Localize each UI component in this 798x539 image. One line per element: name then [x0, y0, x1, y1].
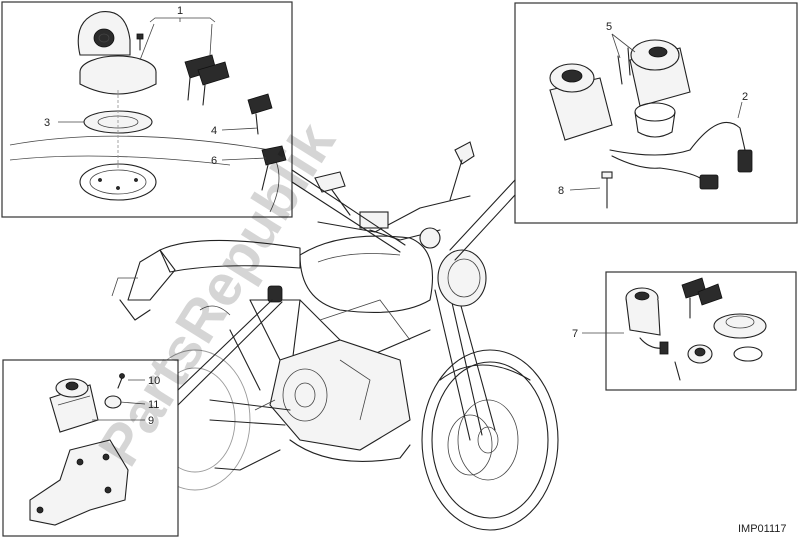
callout-3: 3 [44, 117, 50, 129]
inset-fuel-cap [1, 1, 293, 218]
callout-6: 6 [211, 155, 217, 167]
motorcycle-illustration [111, 141, 559, 531]
inset-connector-lines [177, 169, 516, 406]
callout-2: 2 [742, 91, 748, 103]
callout-10: 10 [148, 375, 160, 387]
inset-bracket [2, 359, 179, 537]
inset-lock-set [582, 271, 797, 391]
callout-11: 11 [148, 399, 159, 411]
callout-7: 7 [572, 328, 578, 340]
inset-ignition-switch [514, 2, 798, 224]
callout-8: 8 [558, 185, 564, 197]
diagram-reference-code: IMP01117 [738, 523, 787, 535]
callout-1: 1 [177, 5, 183, 17]
callout-9: 9 [148, 415, 154, 427]
callout-5: 5 [606, 21, 612, 33]
callout-labels: 1 3 4 6 5 2 8 7 10 11 9 [44, 5, 748, 427]
callout-4: 4 [211, 125, 217, 137]
